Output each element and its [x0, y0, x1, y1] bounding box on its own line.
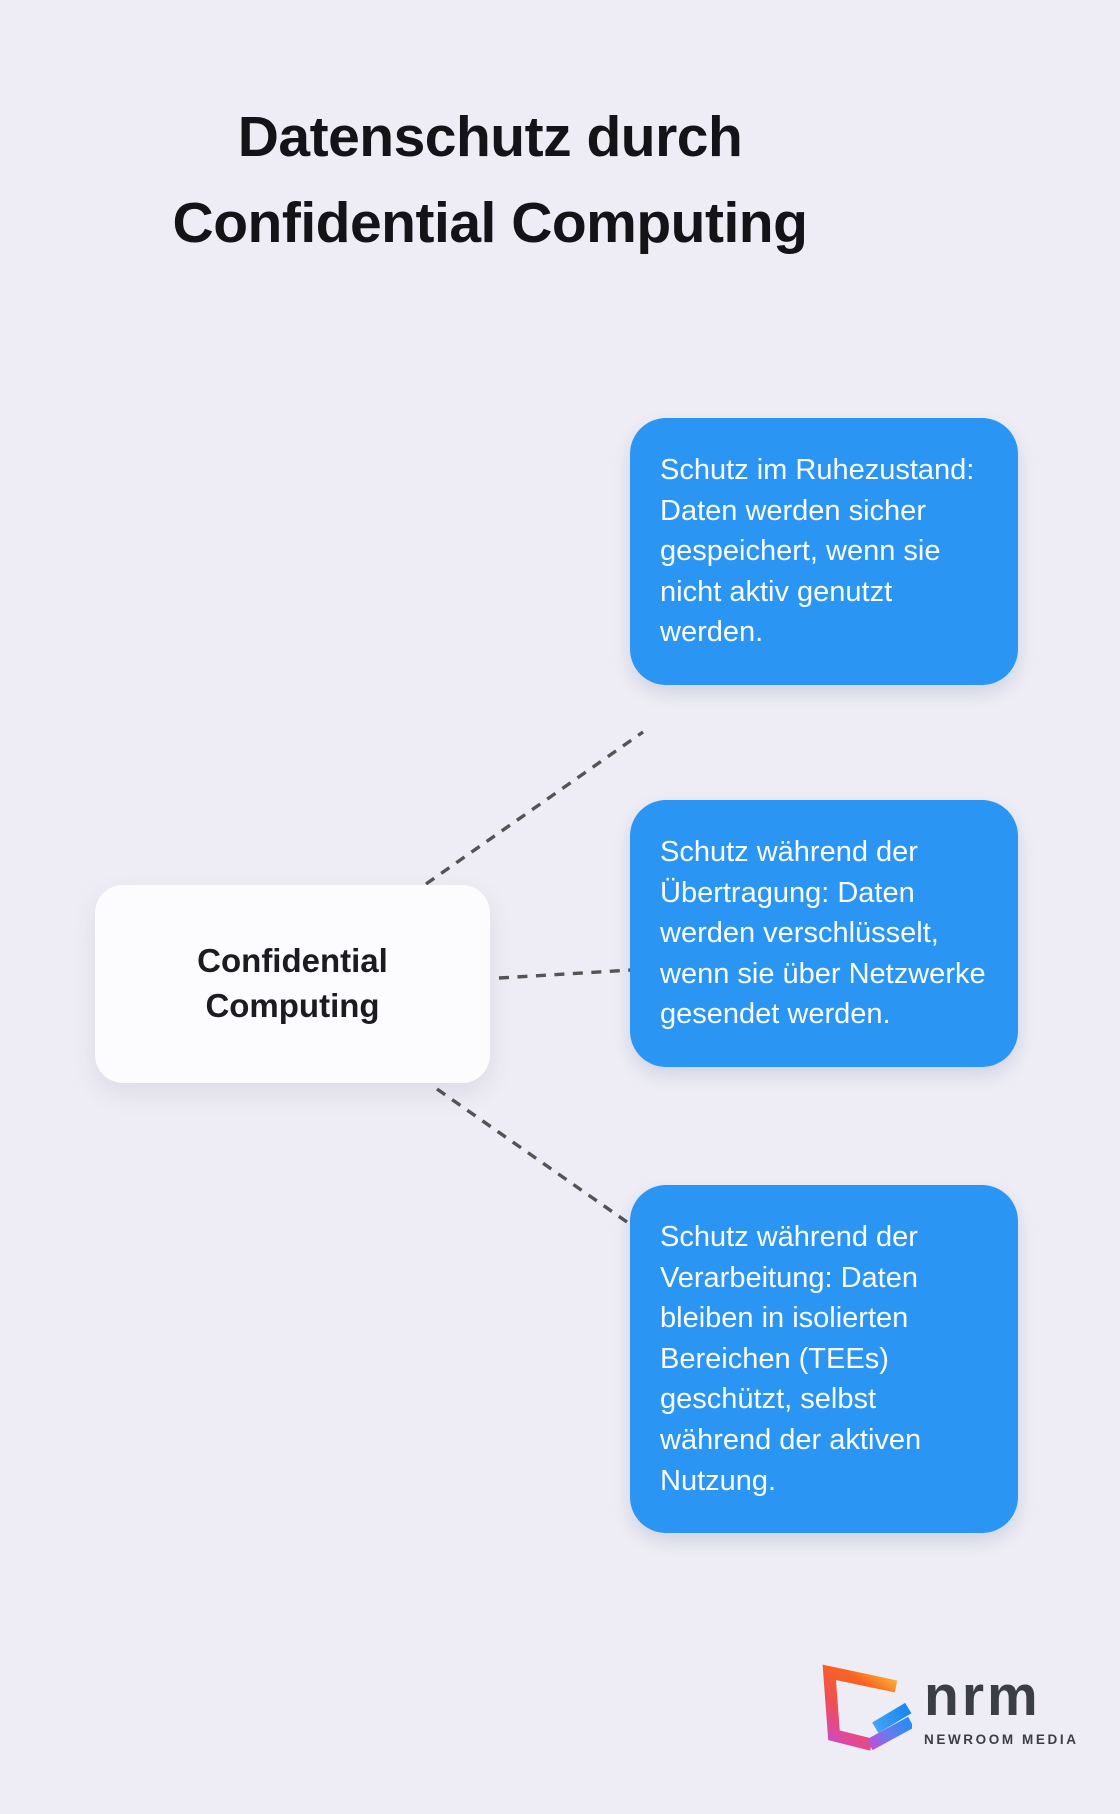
logo-subtitle-text: NEWROOM MEDIA	[924, 1732, 1079, 1747]
connector-root-to-branch-1	[425, 730, 644, 886]
branch-card-rest: Schutz im Ruhezustand: Daten werden sich…	[630, 418, 1018, 685]
connector-root-to-branch-2	[498, 968, 632, 980]
mindmap-root-node: Confidential Computing	[95, 885, 490, 1083]
branch-card-rest-text: Schutz im Ruhezustand: Daten werden sich…	[660, 454, 975, 649]
branch-card-processing-text: Schutz während der Verarbeitung: Daten b…	[660, 1221, 922, 1497]
branch-card-transit: Schutz während der Übertragung: Daten we…	[630, 800, 1018, 1067]
logo-brand-text: nrm	[924, 1664, 1041, 1728]
branch-card-processing: Schutz während der Verarbeitung: Daten b…	[630, 1185, 1018, 1534]
mindmap-root-label: Confidential Computing	[197, 942, 388, 1024]
logo-text-stack: nrm NEWROOM MEDIA	[924, 1664, 1079, 1748]
page-title: Datenschutz durch Confidential Computing	[172, 105, 808, 255]
branch-card-transit-text: Schutz während der Übertragung: Daten we…	[660, 836, 986, 1031]
connector-root-to-branch-3	[436, 1087, 628, 1224]
newroom-media-g-icon	[822, 1664, 912, 1751]
newroom-media-logo: nrm NEWROOM MEDIA	[818, 1662, 1079, 1756]
